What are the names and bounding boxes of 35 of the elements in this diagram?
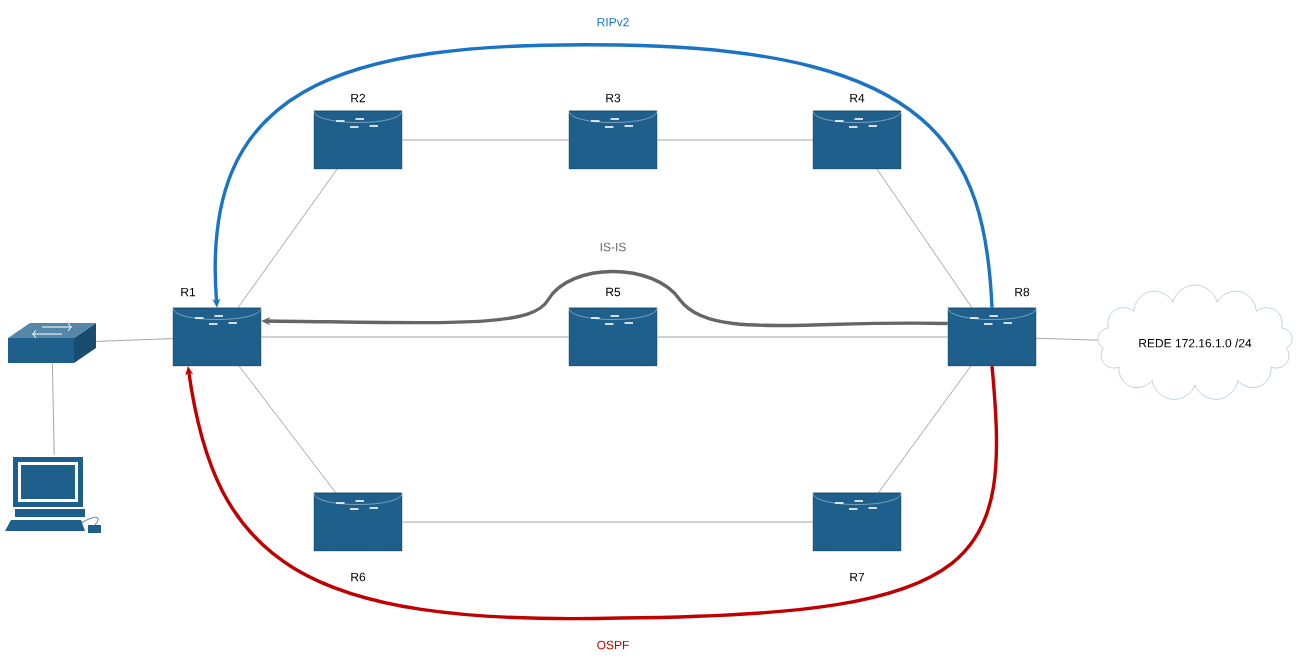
link-line <box>656 139 814 141</box>
route-arrow <box>185 365 998 621</box>
router <box>812 492 902 552</box>
router-label: R8 <box>1015 287 1030 297</box>
link-line <box>876 168 973 309</box>
router <box>947 307 1037 367</box>
computer-drawing <box>5 457 101 533</box>
router <box>568 110 658 170</box>
router-label: R4 <box>850 93 865 103</box>
protocol-label: IS-IS <box>598 241 628 253</box>
link-line <box>1035 337 1099 341</box>
router-label: R3 <box>606 93 621 103</box>
link-line <box>95 338 174 342</box>
router-label: R7 <box>850 572 865 582</box>
router <box>172 307 262 367</box>
link-line <box>878 365 972 494</box>
link-line <box>52 362 55 456</box>
router-label: R5 <box>606 287 621 297</box>
switch <box>8 323 96 363</box>
router <box>313 492 403 552</box>
link-line <box>401 521 814 523</box>
router-label: R6 <box>351 572 366 582</box>
router <box>313 110 403 170</box>
network-cloud: REDE 172.16.1.0 /24 <box>1097 284 1293 400</box>
router-label: R1 <box>181 287 196 297</box>
router-label: R2 <box>351 93 366 103</box>
link-line <box>656 336 949 338</box>
protocol-label: OSPF <box>595 639 631 651</box>
router <box>568 307 658 367</box>
protocol-label: RIPv2 <box>595 16 631 28</box>
link-line <box>237 168 338 309</box>
link-line <box>401 139 570 141</box>
router <box>812 110 902 170</box>
link-line <box>238 365 337 494</box>
link-line <box>260 336 570 338</box>
